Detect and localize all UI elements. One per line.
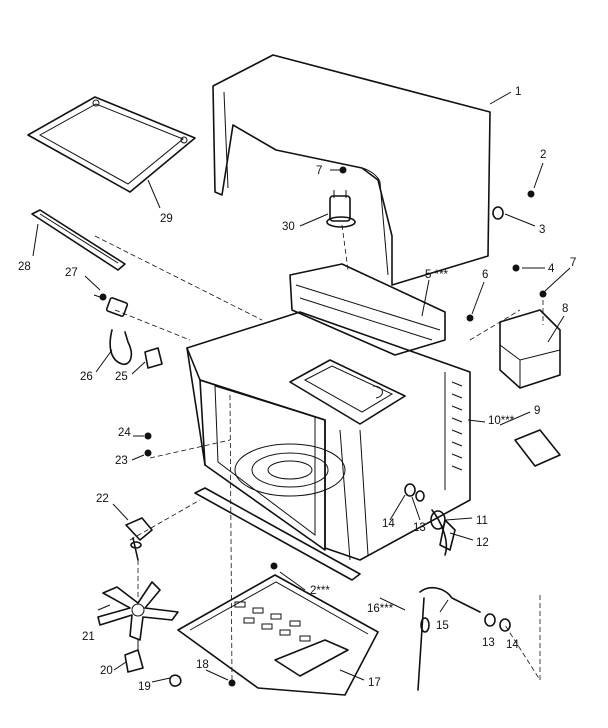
callout-labels: 1 2 3 4 5 *** 6 7 7 8 9 10*** 11 12 13 1…	[18, 86, 576, 693]
callout-25: 25	[115, 371, 128, 383]
connector	[430, 510, 446, 530]
transformer	[499, 309, 561, 389]
leader-lines	[32, 91, 571, 683]
callout-24: 24	[118, 427, 131, 439]
plate	[514, 429, 561, 467]
bottom-plate	[177, 574, 379, 696]
callout-5: 5 ***	[425, 269, 449, 281]
main-chassis	[186, 263, 471, 561]
callout-11: 11	[476, 515, 488, 527]
callout-7b: 7	[570, 257, 576, 269]
callout-6: 6	[482, 269, 488, 281]
door-gasket	[27, 96, 196, 193]
callout-17: 17	[368, 677, 381, 689]
callout-14a: 14	[382, 518, 395, 530]
screw	[93, 293, 107, 301]
callout-18: 18	[196, 659, 209, 671]
callout-13b: 13	[482, 637, 495, 649]
callout-27: 27	[65, 267, 78, 279]
clip	[169, 674, 182, 687]
fasteners	[144, 166, 547, 687]
washers	[404, 483, 511, 632]
callout-22: 22	[96, 493, 109, 505]
callout-30: 30	[282, 221, 295, 233]
callout-1: 1	[515, 86, 521, 98]
callout-3: 3	[539, 224, 545, 236]
callout-12: 12	[476, 537, 489, 549]
callout-9: 9	[534, 405, 540, 417]
callout-13a: 13	[413, 522, 426, 534]
callout-2b: 2***	[310, 585, 330, 597]
outer-cabinet	[212, 54, 491, 286]
wire-harness	[431, 509, 456, 556]
coupler	[124, 640, 144, 673]
probe-cord	[417, 586, 481, 691]
callout-15: 15	[436, 620, 449, 632]
callout-19: 19	[138, 681, 151, 693]
callout-20: 20	[100, 665, 113, 677]
callout-14b: 14	[506, 639, 519, 651]
callout-7a: 7	[316, 165, 322, 177]
callout-4: 4	[548, 263, 555, 275]
callout-28: 28	[18, 261, 31, 273]
callout-8: 8	[562, 303, 568, 315]
callout-26: 26	[80, 371, 93, 383]
callout-16: 16***	[367, 603, 394, 615]
thermostat	[326, 190, 356, 228]
callout-21: 21	[82, 631, 95, 643]
fan-blade	[97, 581, 179, 641]
motor	[125, 517, 153, 561]
small-plate	[144, 347, 163, 369]
callout-29: 29	[160, 213, 173, 225]
callout-23: 23	[115, 455, 128, 467]
vent-strip	[31, 209, 126, 271]
plug	[105, 297, 133, 366]
callout-2: 2	[540, 149, 546, 161]
front-strip	[194, 487, 361, 581]
callout-10: 10***	[488, 415, 515, 427]
